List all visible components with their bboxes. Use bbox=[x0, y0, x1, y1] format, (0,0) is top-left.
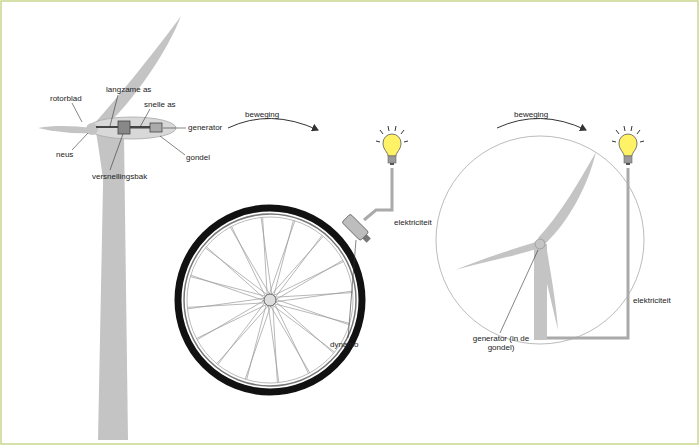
part-label: langzame as bbox=[106, 85, 151, 94]
spoke bbox=[261, 217, 272, 295]
bicycle-wheel bbox=[178, 118, 408, 392]
spoke bbox=[268, 305, 279, 383]
spoke bbox=[190, 277, 266, 297]
spoke bbox=[273, 262, 344, 296]
part-label: elektriciteit bbox=[394, 218, 432, 227]
wind-turbine bbox=[38, 16, 186, 440]
part-label: neus bbox=[56, 150, 73, 159]
part-label: dynamo bbox=[330, 340, 358, 349]
spoke bbox=[275, 291, 353, 302]
spoke bbox=[205, 248, 268, 295]
part-label: beweging bbox=[514, 110, 548, 119]
part-label: rotorblad bbox=[50, 94, 82, 103]
spoke bbox=[274, 304, 350, 324]
wind-turbine-rotation bbox=[436, 118, 644, 344]
spoke bbox=[275, 235, 322, 298]
spoke bbox=[274, 220, 294, 296]
spoke bbox=[269, 221, 295, 295]
spoke bbox=[187, 298, 265, 309]
part-label: snelle as bbox=[144, 100, 176, 109]
spoke bbox=[232, 226, 266, 297]
part-label: versnellingsbak bbox=[92, 172, 147, 181]
spoke bbox=[218, 302, 265, 365]
spoke bbox=[191, 275, 265, 301]
part-label: gondel bbox=[186, 153, 210, 162]
spoke bbox=[275, 301, 334, 353]
part-label: beweging bbox=[245, 110, 279, 119]
spoke bbox=[271, 236, 323, 295]
spoke bbox=[206, 247, 265, 299]
spoke bbox=[275, 299, 349, 325]
spoke bbox=[217, 305, 269, 364]
spoke bbox=[196, 304, 267, 338]
part-label: elektriciteit bbox=[633, 296, 671, 305]
spoke bbox=[272, 305, 335, 352]
part-label: generator bbox=[188, 123, 222, 132]
part-label: generator (in de gondel) bbox=[470, 334, 532, 352]
spoke bbox=[274, 293, 353, 298]
dynamo bbox=[342, 214, 373, 245]
spoke bbox=[247, 304, 267, 380]
spoke bbox=[245, 305, 271, 379]
spoke bbox=[274, 303, 308, 374]
